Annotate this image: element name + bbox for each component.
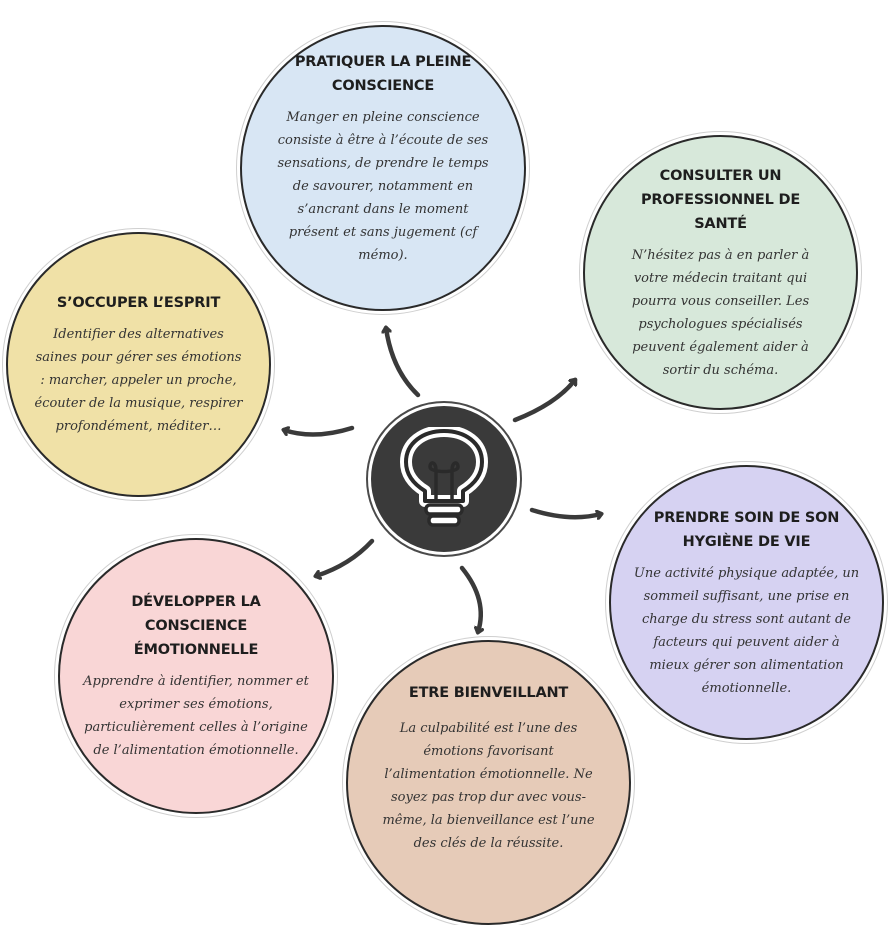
bubble-text: Apprendre à identifier, nommer et exprim…	[83, 674, 309, 758]
bubble-emotional-awareness: DÉVELOPPER LA CONSCIENCE ÉMOTIONNELLE Ap…	[58, 538, 334, 814]
arrow-to-awareness	[316, 538, 375, 576]
bubble-text: La culpabilité est l’une des émotions fa…	[382, 720, 595, 851]
arrow-to-professional	[512, 380, 575, 423]
lightbulb-icon	[400, 427, 488, 527]
bubble-mindfulness: PRATIQUER LA PLEINE CONSCIENCE Manger en…	[240, 25, 526, 311]
bubble-text: Identifier des alternatives saines pour …	[34, 327, 243, 434]
arrow-to-kind	[459, 565, 481, 632]
bubble-text: N’hésitez pas à en parler à votre médeci…	[631, 247, 810, 378]
bubble-title: PRATIQUER LA PLEINE CONSCIENCE	[294, 53, 472, 94]
bubble-title: ETRE BIENVEILLANT	[408, 684, 569, 701]
bubble-lifestyle-hygiene: PRENDRE SOIN DE SON HYGIÈNE DE VIE Une a…	[609, 465, 884, 740]
bubble-title: DÉVELOPPER LA CONSCIENCE ÉMOTIONNELLE	[131, 594, 261, 658]
arrow-to-hygiene	[529, 507, 601, 517]
bubble-title: S’OCCUPER L’ESPRIT	[56, 295, 221, 311]
arrow-to-mindful	[386, 328, 421, 398]
bubble-consult-professional: CONSULTER UN PROFESSIONNEL DE SANTÉ N’hé…	[583, 135, 858, 410]
arrow-to-mind	[284, 425, 355, 437]
bubble-title: PRENDRE SOIN DE SON HYGIÈNE DE VIE	[653, 509, 840, 550]
bubble-occupy-mind: S’OCCUPER L’ESPRIT Identifier des altern…	[6, 232, 271, 497]
center-hub	[368, 403, 520, 555]
bubble-text: Manger en pleine conscience consiste à ê…	[277, 109, 489, 263]
bubble-be-kind: ETRE BIENVEILLANT La culpabilité est l’u…	[346, 640, 631, 925]
bubble-title: CONSULTER UN PROFESSIONNEL DE SANTÉ	[640, 167, 801, 232]
bubble-text: Une activité physique adaptée, un sommei…	[633, 565, 860, 696]
